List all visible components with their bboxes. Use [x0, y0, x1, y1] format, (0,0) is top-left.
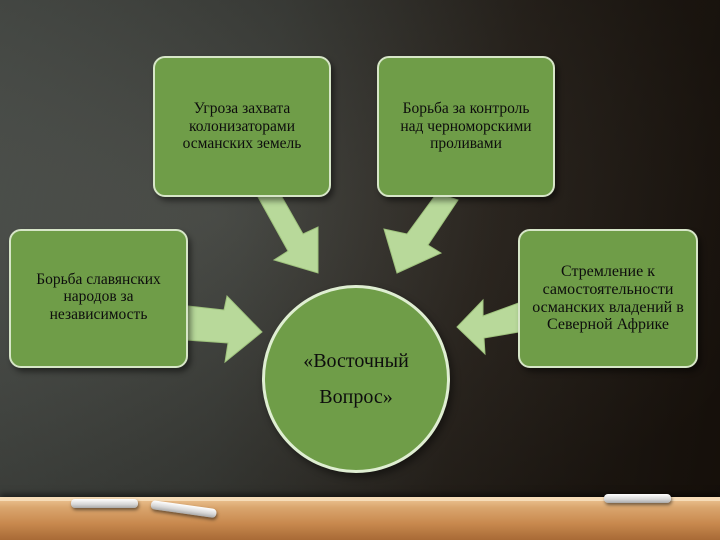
eastern-question-line1: «Восточный: [303, 350, 409, 372]
box-slavic-struggle-text: Борьба славянских народов за независимос…: [36, 271, 161, 323]
chalk-stick-right: [604, 494, 671, 503]
box-colonizer-threat: Угроза захвата колонизаторами османских …: [153, 56, 331, 197]
eastern-question-circle: «Восточный Вопрос»: [262, 285, 450, 473]
box-slavic-struggle: Борьба славянских народов за независимос…: [9, 229, 188, 368]
arrow-top-right: [383, 192, 459, 274]
box-colonizer-threat-text: Угроза захвата колонизаторами османских …: [182, 100, 302, 153]
arrow-left: [185, 294, 263, 364]
box-north-africa-independence: Стремление к самостоятельности османских…: [518, 229, 698, 368]
box-straits-control: Борьба за контроль над черноморскими про…: [377, 56, 555, 197]
chalk-stick-left: [71, 499, 138, 508]
box-north-africa-independence-text: Стремление к самостоятельности османских…: [532, 262, 684, 334]
eastern-question-line2: Вопрос»: [319, 386, 393, 408]
arrow-right: [456, 298, 526, 356]
box-straits-control-text: Борьба за контроль над черноморскими про…: [400, 100, 532, 153]
chalk-ledge-edge: [0, 497, 720, 501]
arrow-top-left: [257, 189, 319, 274]
